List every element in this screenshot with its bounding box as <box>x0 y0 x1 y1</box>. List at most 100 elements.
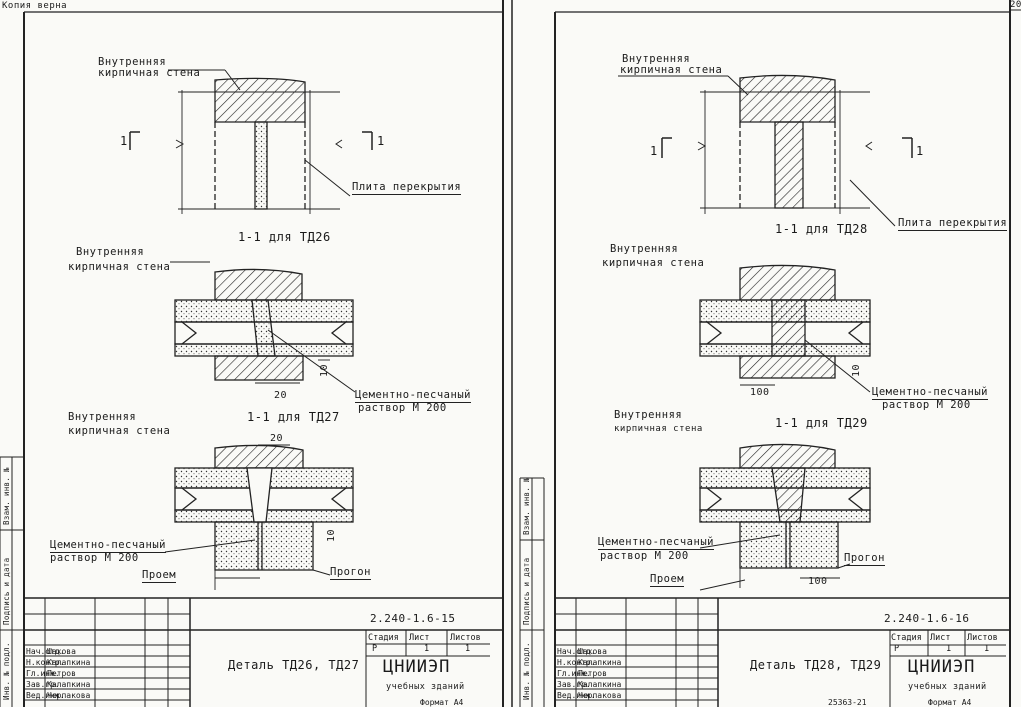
sheets-value: 1 <box>465 644 471 654</box>
r-footer-num: 25363-21 <box>828 698 867 707</box>
section-mark-right: 1 <box>377 134 385 148</box>
name-5: Черпакова <box>47 691 91 700</box>
sheets-header: Листов <box>450 633 481 643</box>
r-name-2: Калапкина <box>578 658 622 667</box>
name-1: Шахова <box>47 647 76 656</box>
r-org-sub: учебных зданий <box>908 682 987 692</box>
r-org-name: ЦНИИЭП <box>908 657 976 677</box>
low-wall-label-2: кирпичная стена <box>68 425 171 437</box>
role-3: Гл.инж. <box>26 669 60 678</box>
left-mid-detail <box>170 261 356 393</box>
r-format-label: Формат А4 <box>928 698 972 707</box>
r-side-stamp-3: Взам. инв. № <box>522 477 531 535</box>
r-role-2: Н.контр. <box>557 658 596 667</box>
r-role-1: Нач.отд. <box>557 647 596 656</box>
section-caption-td29: 1-1 для ТД29 <box>775 416 868 430</box>
r-sheets-value: 1 <box>984 644 990 654</box>
section-caption-td27: 1-1 для ТД27 <box>247 410 340 424</box>
stage-value: Р <box>372 644 378 654</box>
r-top-wall-label-1: Внутренняя <box>622 53 691 65</box>
slab-label: Плита перекрытия <box>352 181 462 195</box>
dim-100b: 100 <box>808 576 828 587</box>
side-stamp-3: Взам. инв. № <box>2 467 11 525</box>
stage-header: Стадия <box>368 633 399 643</box>
r-doc-code: 2.240-1.6-16 <box>884 612 970 625</box>
r-mortar2-label-1: Цементно-песчаный <box>598 536 714 550</box>
r-side-stamp-2: Подпись и дата <box>522 557 531 625</box>
format-label: Формат А4 <box>420 698 464 707</box>
copy-note: Копия верна <box>2 1 68 11</box>
purlin-label: Прогон <box>330 566 371 580</box>
dim-20a: 20 <box>274 390 288 401</box>
mid-wall-label-1: Внутренняя <box>76 246 145 258</box>
left-sheet: Копия верна Внутренняя кирпичная стена 1… <box>0 0 506 707</box>
role-2: Н.контр. <box>26 658 65 667</box>
r-stage-header: Стадия <box>891 633 922 643</box>
mortar-label-1: Цементно-песчаный <box>355 389 471 403</box>
left-top-detail <box>129 69 373 214</box>
r-purlin-label: Прогон <box>844 552 885 566</box>
role-5: Вед.инж. <box>26 691 65 700</box>
page-number: 20 <box>1010 0 1021 10</box>
r-section-mark-right: 1 <box>916 144 924 158</box>
dim-10b: 10 <box>326 528 338 543</box>
role-1: Нач.отд. <box>26 647 65 656</box>
section-mark-left: 1 <box>120 134 128 148</box>
mortar2-label-1: Цементно-песчаный <box>50 539 166 553</box>
r-slab-label: Плита перекрытия <box>898 217 1008 231</box>
section-caption-td28: 1-1 для ТД28 <box>775 222 868 236</box>
r-section-mark-left: 1 <box>650 144 658 158</box>
low-wall-label-1: Внутренняя <box>68 411 137 423</box>
r-mortar-label-1: Цементно-песчаный <box>872 386 988 400</box>
r-name-3: Петров <box>578 669 607 678</box>
mortar2-label-2: раствор М 200 <box>50 552 139 564</box>
r-sheets-header: Листов <box>967 633 998 643</box>
r-mortar-label-2: раствор М 200 <box>882 399 971 411</box>
right-sheet: 20 Внутренняя кирпичная стена 1 1 Плита … <box>510 0 1021 707</box>
name-4: Калапкина <box>47 680 91 689</box>
r-stage-value: Р <box>894 644 900 654</box>
r-dim-10a: 10 <box>851 363 863 378</box>
name-2: Калапкина <box>47 658 91 667</box>
r-name-4: Калапкина <box>578 680 622 689</box>
detail-title: Деталь ТД26, ТД27 <box>228 658 360 672</box>
org-sub: учебных зданий <box>386 682 465 692</box>
r-name-1: Шахова <box>578 647 607 656</box>
sheet-value: 1 <box>424 644 430 654</box>
r-low-wall-label-2: кирпичная стена <box>614 424 703 434</box>
r-mid-wall-label-1: Внутренняя <box>610 243 679 255</box>
dim-10a: 10 <box>319 363 331 378</box>
section-caption-td26: 1-1 для ТД26 <box>238 230 331 244</box>
r-low-wall-label-1: Внутренняя <box>614 409 683 421</box>
right-top-detail <box>618 74 913 227</box>
r-role-3: Гл.инж. <box>557 669 591 678</box>
right-mid-detail <box>699 264 871 393</box>
r-name-5: Черпакова <box>578 691 622 700</box>
r-sheet-value: 1 <box>946 644 952 654</box>
left-low-detail <box>164 444 354 590</box>
left-sheet-frame <box>0 0 504 707</box>
role-4: Зав.гр. <box>26 680 60 689</box>
r-mid-wall-label-2: кирпичная стена <box>602 257 705 269</box>
right-title-block <box>555 597 1010 707</box>
dim-100a: 100 <box>750 387 770 398</box>
r-role-4: Зав.гр. <box>557 680 591 689</box>
top-wall-label-2: кирпичная стена <box>98 67 201 79</box>
right-low-detail <box>699 443 871 591</box>
r-side-stamp-1: Инв. № подл. <box>522 642 531 700</box>
name-3: Петров <box>47 669 76 678</box>
side-stamp-1: Инв. № подл. <box>2 642 11 700</box>
side-stamp-2: Подпись и дата <box>2 557 11 625</box>
top-wall-label-1: Внутренняя <box>98 56 167 68</box>
left-title-block <box>24 597 503 707</box>
r-opening-label: Проем <box>650 573 685 587</box>
dim-20b: 20 <box>270 433 284 444</box>
mid-wall-label-2: кирпичная стена <box>68 261 171 273</box>
r-top-wall-label-2: кирпичная стена <box>620 64 723 76</box>
r-role-5: Вед.инж. <box>557 691 596 700</box>
right-sheet-frame <box>511 0 1021 707</box>
opening-label: Проем <box>142 569 177 583</box>
doc-code: 2.240-1.6-15 <box>370 612 456 625</box>
r-sheet-header: Лист <box>930 633 951 643</box>
